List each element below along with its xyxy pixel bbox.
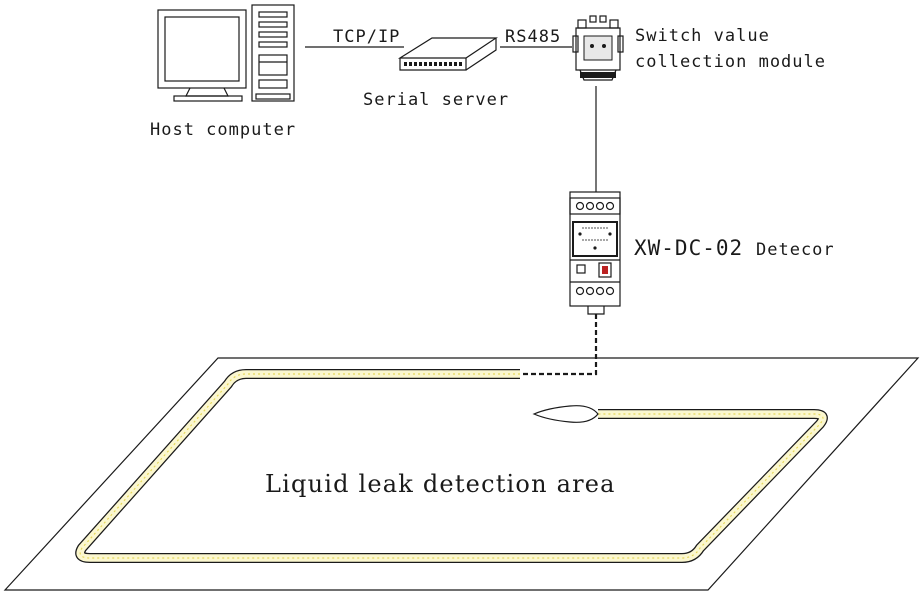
cable-end-terminator — [532, 405, 599, 423]
serial-server-icon — [397, 37, 498, 71]
switch-module-icon — [572, 15, 624, 81]
serial-server-label: Serial server — [363, 90, 509, 110]
detection-area-label: Liquid leak detection area — [265, 470, 616, 498]
floor-area-outline — [3, 357, 920, 591]
host-computer-label: Host computer — [150, 120, 296, 140]
switch-module-label-line2: collection module — [635, 52, 826, 72]
rs485-label: RS485 — [505, 27, 561, 47]
tcp-ip-label: TCP/IP — [333, 27, 400, 47]
din-rail-detector-icon — [569, 191, 621, 315]
detector-word-label: Detecor — [756, 240, 835, 260]
detector-model-label: XW-DC-02 — [634, 236, 743, 260]
switch-module-label-line1: Switch value — [635, 26, 770, 46]
lead-cable — [520, 314, 598, 376]
sensing-cable — [75, 369, 828, 563]
desktop-computer-icon — [157, 4, 295, 102]
